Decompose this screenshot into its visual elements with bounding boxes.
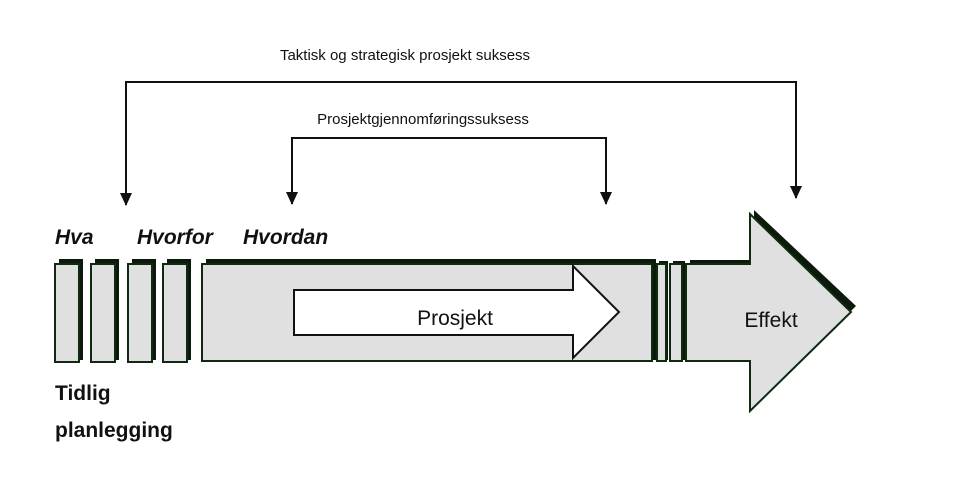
down-arrow-icon	[600, 192, 612, 205]
phase-label-hva: Hva	[55, 226, 94, 249]
phase-label-hvordan: Hvordan	[243, 226, 328, 249]
inner-bracket-label: Prosjektgjennomføringssuksess	[317, 111, 529, 128]
planning-block	[90, 259, 119, 363]
planning-block	[127, 259, 156, 363]
outer-bracket-label: Taktisk og strategisk prosjekt suksess	[280, 47, 530, 64]
early-planning-line2: planlegging	[55, 419, 173, 442]
planning-blocks	[54, 259, 191, 363]
down-arrow-icon	[120, 193, 132, 206]
transition-bars	[656, 261, 685, 362]
down-arrow-icon	[286, 192, 298, 205]
effect-label: Effekt	[744, 309, 797, 332]
planning-block	[162, 259, 191, 363]
planning-block	[54, 259, 83, 363]
outer-bracket	[120, 81, 802, 206]
down-arrow-icon	[790, 186, 802, 199]
inner-bracket	[286, 137, 612, 205]
phase-label-hvorfor: Hvorfor	[137, 226, 215, 249]
project-arrow	[293, 263, 621, 361]
early-planning-line1: Tidlig	[55, 382, 111, 405]
project-label: Prosjekt	[417, 307, 493, 330]
effect-arrow	[685, 210, 856, 414]
